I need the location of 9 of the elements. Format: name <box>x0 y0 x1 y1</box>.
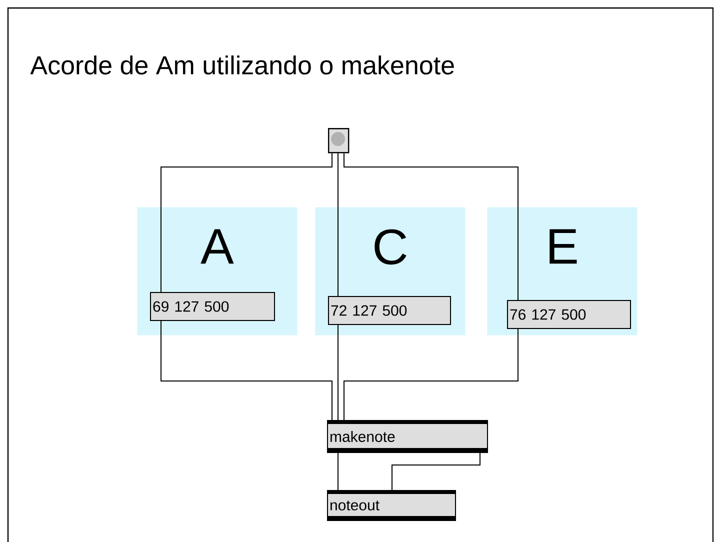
patch-cord <box>344 328 518 420</box>
title: Acorde de Am utilizando o makenote <box>30 55 454 75</box>
message-box: 76 127 500 <box>507 300 631 329</box>
bang-button <box>328 128 350 154</box>
message-box: 72 127 500 <box>328 296 451 325</box>
object-box: noteout <box>327 490 456 521</box>
object-box: makenote <box>327 420 488 453</box>
message-box: 69 127 500 <box>150 292 275 321</box>
patch-cord <box>160 152 332 292</box>
